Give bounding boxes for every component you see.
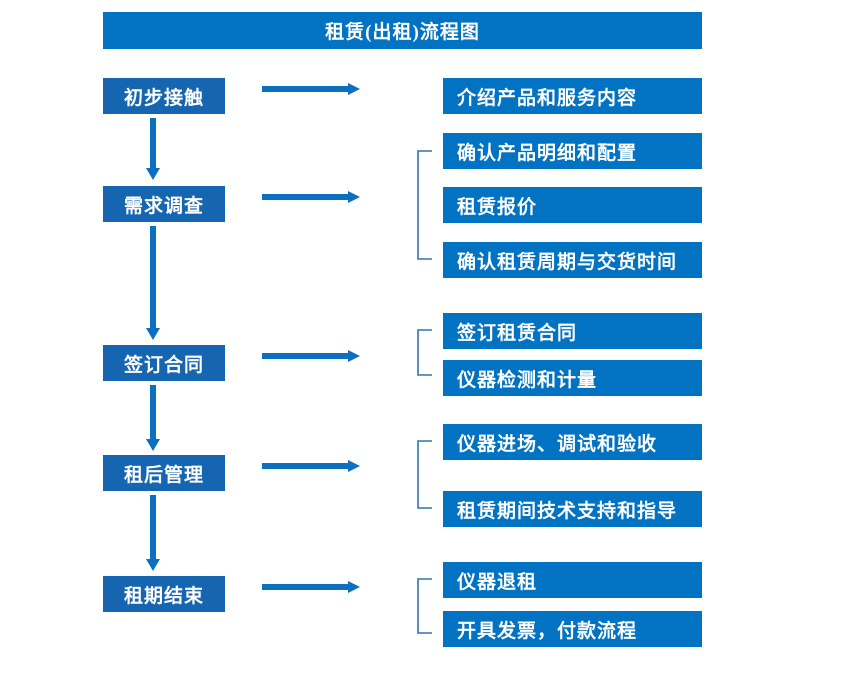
group-bracket: [417, 329, 433, 376]
down-arrow-icon: [142, 226, 164, 340]
detail-box[interactable]: 租赁报价: [443, 187, 702, 223]
detail-box[interactable]: 租赁期间技术支持和指导: [443, 491, 702, 527]
right-arrow-icon: [262, 349, 360, 363]
down-arrow-icon: [142, 495, 164, 571]
stage-box[interactable]: 初步接触: [103, 78, 225, 114]
detail-box[interactable]: 开具发票，付款流程: [443, 611, 702, 647]
detail-box[interactable]: 确认租赁周期与交货时间: [443, 242, 702, 278]
right-arrow-icon: [262, 459, 360, 473]
group-bracket: [417, 150, 433, 260]
right-arrow-icon: [262, 580, 360, 594]
right-arrow-icon: [262, 82, 360, 96]
detail-box[interactable]: 仪器退租: [443, 562, 702, 598]
detail-box[interactable]: 仪器检测和计量: [443, 360, 702, 396]
down-arrow-icon: [142, 385, 164, 451]
down-arrow-icon: [142, 118, 164, 180]
stage-box[interactable]: 租期结束: [103, 576, 225, 612]
group-bracket: [417, 440, 433, 509]
detail-box[interactable]: 仪器进场、调试和验收: [443, 424, 702, 460]
right-arrow-icon: [262, 190, 360, 204]
group-bracket: [417, 578, 433, 634]
stage-box[interactable]: 需求调查: [103, 186, 225, 222]
detail-box[interactable]: 介绍产品和服务内容: [443, 78, 702, 114]
stage-box[interactable]: 签订合同: [103, 345, 225, 381]
detail-box[interactable]: 确认产品明细和配置: [443, 133, 702, 169]
page-title: 租赁(出租)流程图: [103, 12, 702, 49]
detail-box[interactable]: 签订租赁合同: [443, 313, 702, 349]
stage-box[interactable]: 租后管理: [103, 455, 225, 491]
